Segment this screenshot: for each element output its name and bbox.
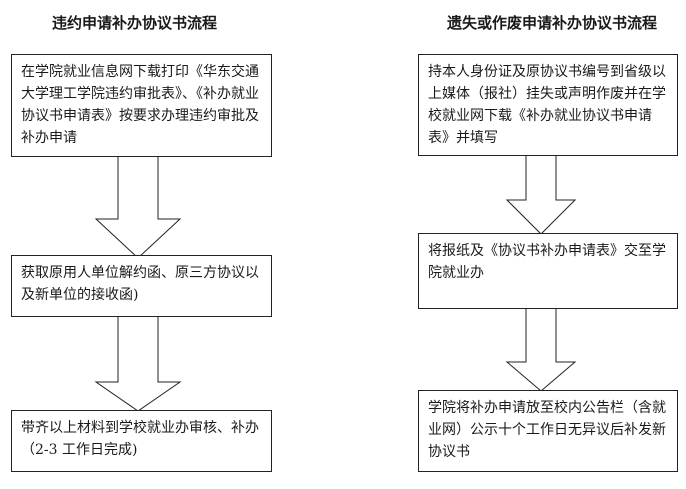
left-step-3: 带齐以上材料到学校就业办审核、补办（2-3 工作日完成) (11, 410, 272, 472)
arrow-left-2 (94, 315, 182, 412)
right-step-3: 学院将补办申请放至校内公告栏（含就业网）公示十个工作日无异议后补发新协议书 (418, 390, 678, 472)
arrow-right-2 (505, 307, 577, 392)
right-step-2: 将报纸及《协议书补办申请表》交至学院就业办 (418, 233, 678, 309)
left-flow-title: 违约申请补办协议书流程 (52, 14, 218, 32)
right-flow-title: 遗失或作废申请补办协议书流程 (447, 14, 658, 32)
right-step-1: 持本人身份证及原协议书编号到省级以上媒体（报社）挂失或声明作废并在学校就业网下载… (418, 54, 678, 156)
left-step-2: 获取原用人单位解约函、原三方协议以及新单位的接收函) (11, 255, 272, 317)
arrow-right-1 (505, 154, 577, 235)
left-step-1: 在学院就业信息网下载打印《华东交通大学理工学院违约审批表》、《补办就业协议书申请… (11, 54, 272, 157)
arrow-left-1 (94, 155, 182, 259)
